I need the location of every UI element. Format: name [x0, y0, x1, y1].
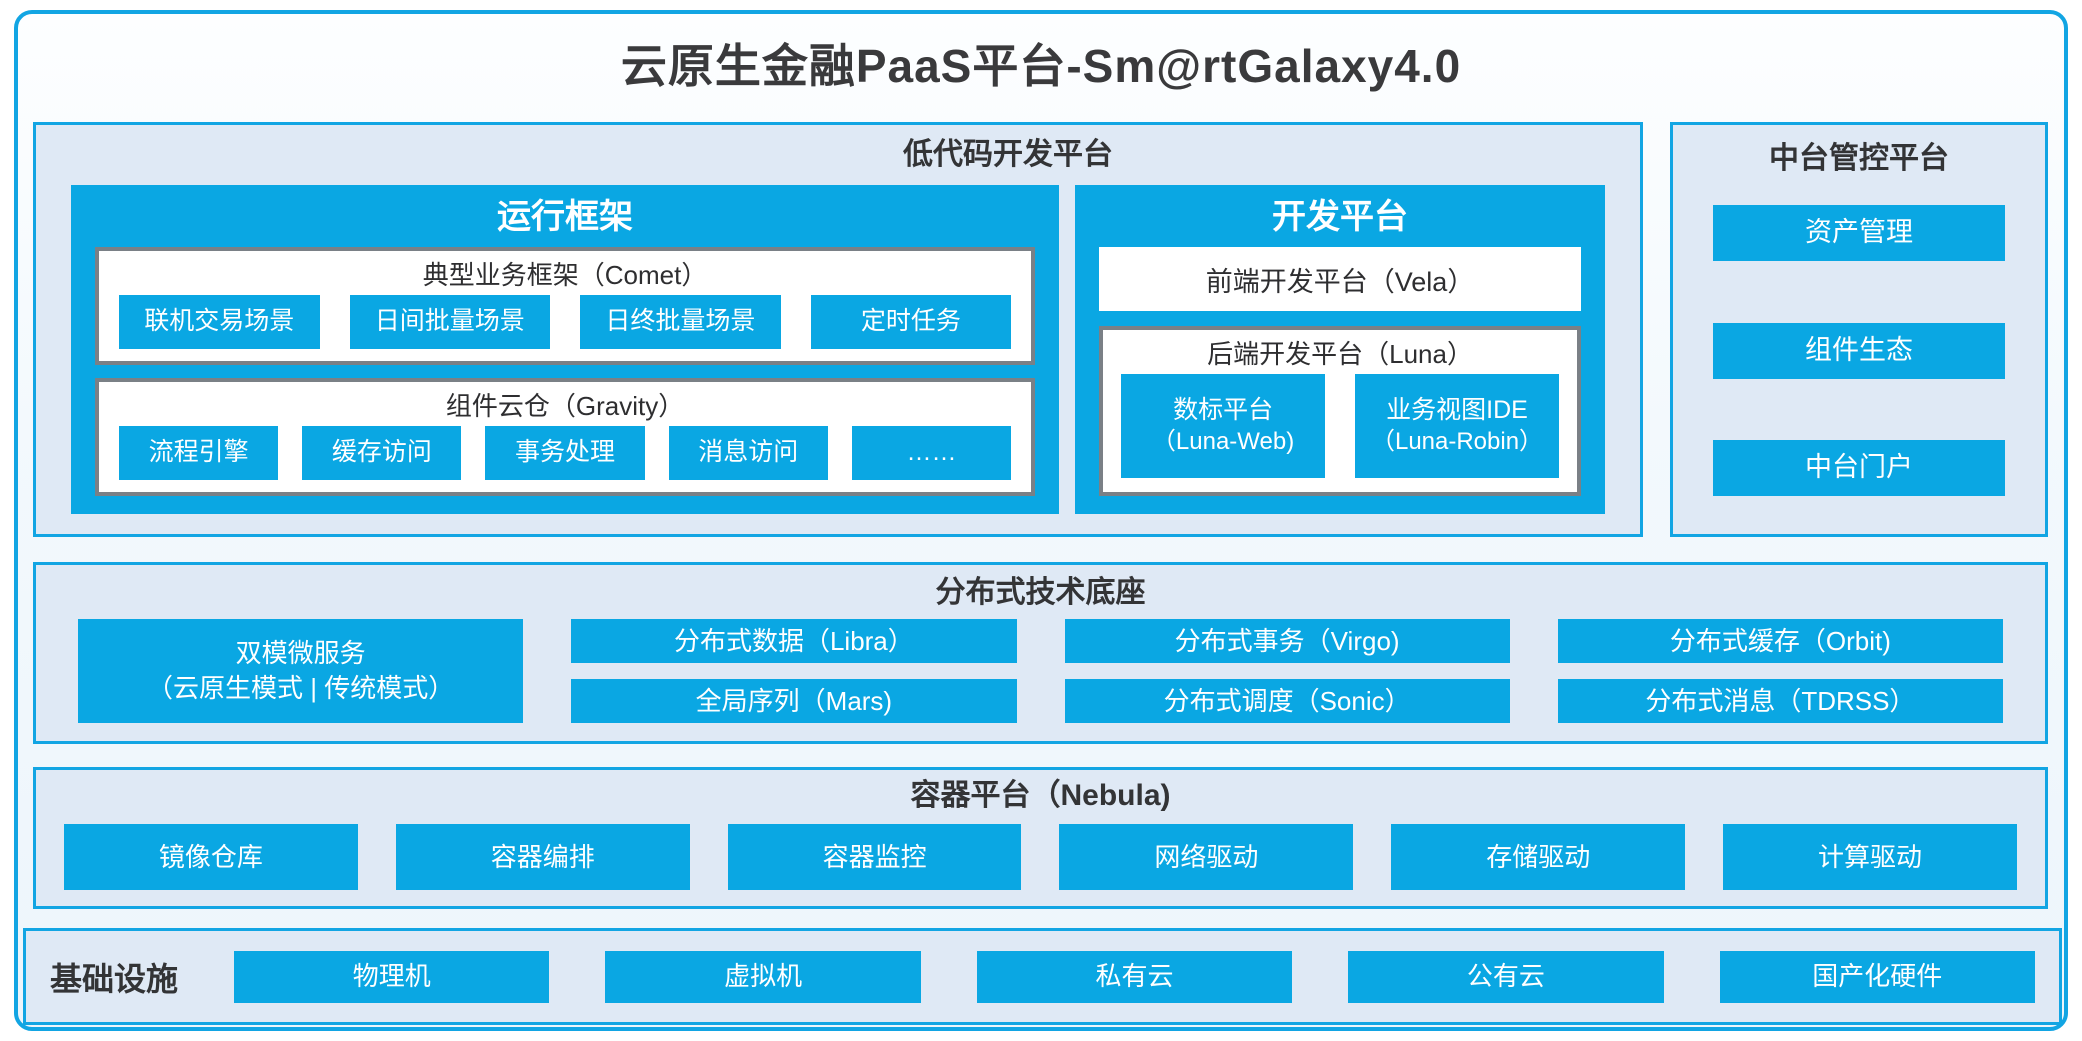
luna-nodes: 数标平台 （Luna-Web) 业务视图IDE （Luna-Robin）: [1121, 374, 1559, 478]
luna-node: 业务视图IDE （Luna-Robin）: [1355, 374, 1559, 478]
top-row: 低代码开发平台 运行框架 典型业务框架（Comet） 联机交易场景 日间批量场景…: [33, 122, 2048, 537]
comet-node: 日间批量场景: [349, 295, 551, 349]
container-node: 网络驱动: [1059, 824, 1354, 890]
dualmode-node: 双模微服务 （云原生模式 | 传统模式）: [78, 619, 524, 723]
midplatform-title: 中台管控平台: [1769, 142, 1949, 175]
gravity-node: ……: [851, 426, 1012, 480]
distributed-column: 分布式数据（Libra） 全局序列（Mars): [571, 619, 1017, 723]
container-node: 镜像仓库: [64, 824, 358, 890]
distributed-node: 分布式事务（Virgo): [1064, 619, 1510, 663]
lowcode-columns: 运行框架 典型业务框架（Comet） 联机交易场景 日间批量场景 日终批量场景 …: [71, 185, 1605, 514]
midplatform-node: 组件生态: [1713, 322, 2005, 379]
luna-box: 后端开发平台（Luna） 数标平台 （Luna-Web): [1099, 326, 1581, 496]
comet-title: 典型业务框架（Comet）: [422, 260, 708, 290]
distributed-node: 全局序列（Mars): [571, 679, 1017, 723]
distributed-node: 分布式消息（TDRSS）: [1557, 679, 2003, 723]
diagram-canvas: 云原生金融PaaS平台-Sm@rtGalaxy4.0 低代码开发平台 运行框架 …: [14, 10, 2068, 1031]
midplatform-panel: 中台管控平台 资产管理 组件生态 中台门户: [1670, 122, 2048, 537]
main-title: 云原生金融PaaS平台-Sm@rtGalaxy4.0: [620, 40, 1462, 92]
lowcode-panel: 低代码开发平台 运行框架 典型业务框架（Comet） 联机交易场景 日间批量场景…: [33, 122, 1643, 537]
luna-node-codename: （Luna-Web): [1151, 427, 1295, 455]
runtime-boxes: 典型业务框架（Comet） 联机交易场景 日间批量场景 日终批量场景 定时任务 …: [95, 247, 1036, 496]
distributed-node: 分布式数据（Libra）: [571, 619, 1017, 663]
distributed-node: 分布式缓存（Orbit): [1557, 619, 2003, 663]
midplatform-node: 资产管理: [1713, 205, 2005, 261]
container-node: 存储驱动: [1391, 824, 1686, 890]
comet-node: 定时任务: [810, 295, 1012, 349]
infrastructure-panel: 基础设施 物理机 虚拟机 私有云 公有云 国产化硬件: [23, 928, 2062, 1025]
devplatform-panel: 开发平台 前端开发平台（Vela） 后端开发平台（Luna） 数标平台 （Lun…: [1075, 185, 1605, 514]
infrastructure-node: 私有云: [976, 950, 1293, 1003]
midplatform-nodes: 资产管理 组件生态 中台门户: [1713, 205, 2005, 496]
distributed-panel: 分布式技术底座 双模微服务 （云原生模式 | 传统模式） 分布式数据（Libra…: [33, 562, 2048, 744]
runtime-title: 运行框架: [497, 198, 634, 236]
infrastructure-node: 国产化硬件: [1719, 950, 2035, 1003]
devplatform-boxes: 前端开发平台（Vela） 后端开发平台（Luna） 数标平台 （Luna-Web…: [1099, 247, 1581, 496]
infrastructure-node: 物理机: [234, 950, 550, 1003]
dualmode-line2: （云原生模式 | 传统模式）: [147, 673, 455, 703]
infrastructure-label: 基础设施: [50, 960, 179, 997]
gravity-nodes: 流程引擎 缓存访问 事务处理 消息访问 ……: [119, 426, 1012, 480]
gravity-node: 事务处理: [485, 426, 645, 480]
comet-box: 典型业务框架（Comet） 联机交易场景 日间批量场景 日终批量场景 定时任务: [95, 247, 1036, 365]
luna-node-codename: （Luna-Robin）: [1370, 427, 1544, 455]
midplatform-node: 中台门户: [1713, 440, 2005, 496]
devplatform-title: 开发平台: [1272, 198, 1409, 236]
infrastructure-node: 虚拟机: [605, 950, 921, 1003]
comet-nodes: 联机交易场景 日间批量场景 日终批量场景 定时任务: [119, 295, 1012, 349]
lowcode-title: 低代码开发平台: [903, 138, 1113, 171]
dualmode-group: 双模微服务 （云原生模式 | 传统模式）: [78, 619, 524, 723]
distributed-content: 双模微服务 （云原生模式 | 传统模式） 分布式数据（Libra） 全局序列（M…: [78, 619, 2003, 723]
luna-node-name: 业务视图IDE: [1386, 396, 1528, 425]
gravity-title: 组件云仓（Gravity）: [445, 391, 685, 421]
container-panel: 容器平台（Nebula) 镜像仓库 容器编排 容器监控 网络驱动 存储驱动 计算…: [33, 767, 2048, 909]
container-nodes: 镜像仓库 容器编排 容器监控 网络驱动 存储驱动 计算驱动: [64, 824, 2017, 890]
comet-node: 日终批量场景: [580, 295, 781, 349]
luna-node-name: 数标平台: [1173, 396, 1274, 425]
distributed-column: 分布式事务（Virgo) 分布式调度（Sonic）: [1064, 619, 1510, 723]
vela-box: 前端开发平台（Vela）: [1099, 247, 1581, 311]
container-node: 容器监控: [727, 824, 1022, 890]
distributed-node: 分布式调度（Sonic）: [1064, 679, 1510, 723]
container-node: 计算驱动: [1723, 824, 2017, 890]
luna-title: 后端开发平台（Luna）: [1207, 339, 1473, 369]
runtime-panel: 运行框架 典型业务框架（Comet） 联机交易场景 日间批量场景 日终批量场景 …: [71, 185, 1060, 514]
infrastructure-node: 公有云: [1348, 950, 1664, 1003]
container-node: 容器编排: [395, 824, 690, 890]
gravity-node: 流程引擎: [119, 426, 279, 480]
dualmode-line1: 双模微服务: [235, 637, 366, 668]
container-title: 容器平台（Nebula): [910, 779, 1171, 812]
distributed-title: 分布式技术底座: [935, 576, 1146, 609]
luna-node: 数标平台 （Luna-Web): [1121, 374, 1326, 478]
gravity-node: 缓存访问: [302, 426, 462, 480]
distributed-column: 分布式缓存（Orbit) 分布式消息（TDRSS）: [1557, 619, 2003, 723]
gravity-box: 组件云仓（Gravity） 流程引擎 缓存访问 事务处理 消息访问 ……: [95, 378, 1036, 496]
gravity-node: 消息访问: [668, 426, 828, 480]
comet-node: 联机交易场景: [119, 295, 320, 349]
